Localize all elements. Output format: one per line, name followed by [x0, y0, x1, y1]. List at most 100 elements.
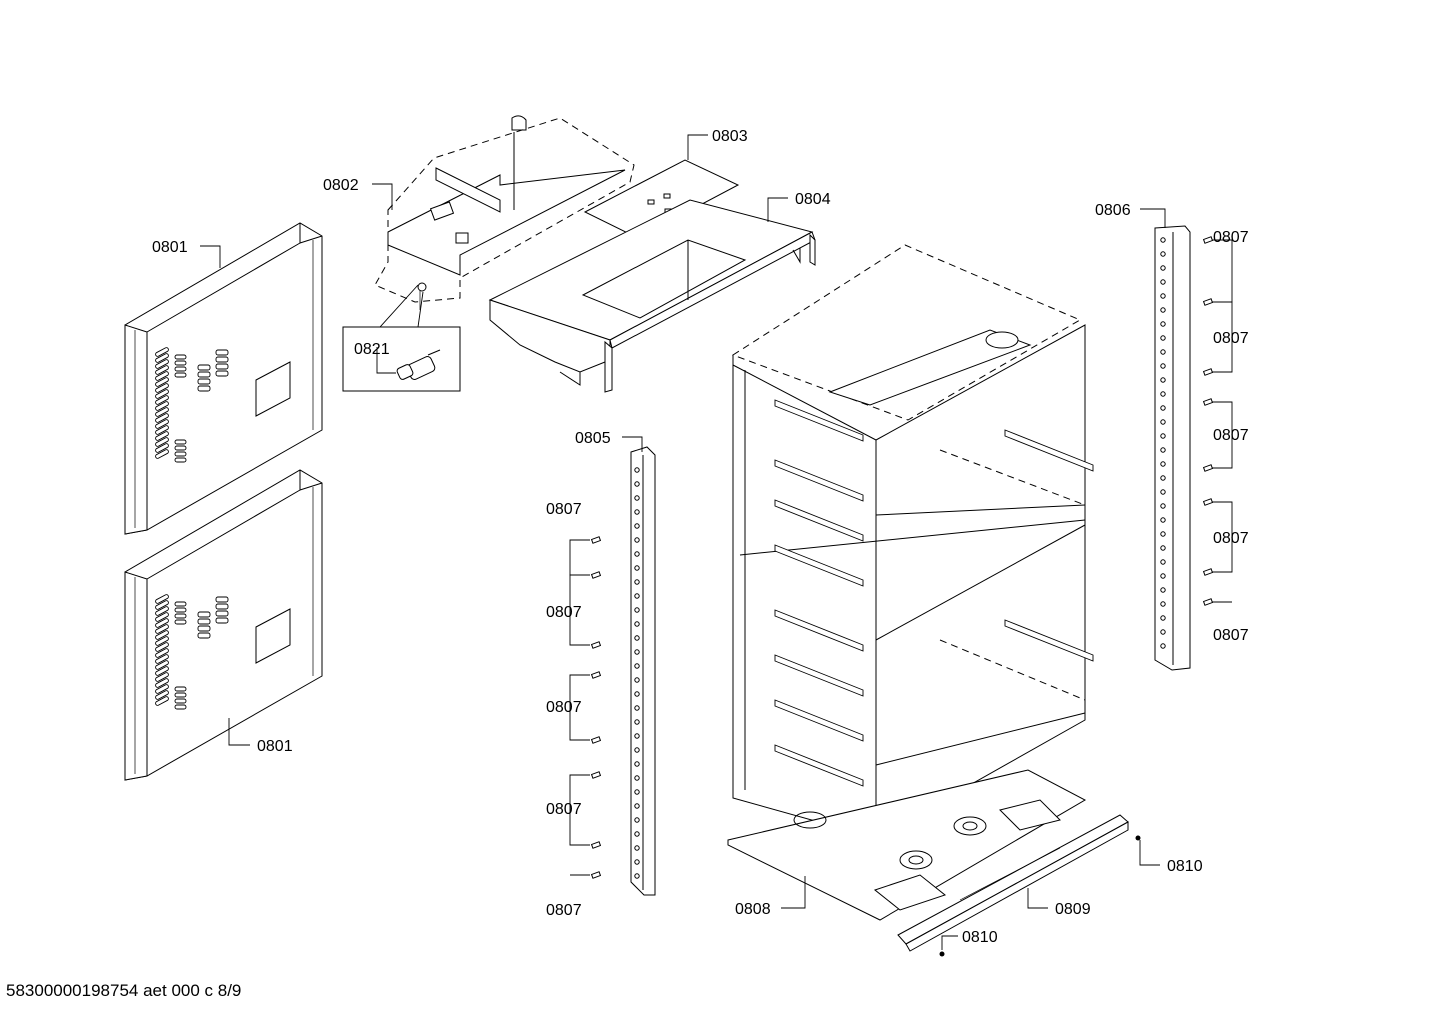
rail-hole [1160, 237, 1166, 243]
vent-slot [197, 632, 211, 639]
leader-bracket [1212, 301, 1233, 373]
vent-slot [215, 356, 229, 363]
vent-slot [155, 654, 169, 664]
rail-hole [1160, 251, 1166, 257]
cavity-slot [774, 609, 864, 652]
rail-hole [1160, 293, 1166, 299]
cavity-slot [774, 744, 864, 787]
vent-slot [155, 630, 169, 640]
screw-icon [1202, 298, 1214, 306]
leader-bracket [1212, 239, 1233, 303]
rail-hole [1160, 517, 1166, 523]
rail-hole [1160, 321, 1166, 327]
vent-slot [155, 624, 169, 634]
rail-hole [634, 509, 640, 515]
rail-hole [1160, 573, 1166, 579]
rail-hole [1160, 307, 1166, 313]
vent-slot [174, 619, 187, 625]
vent-slot [155, 690, 169, 700]
vent-slot [197, 625, 211, 632]
rail-hole [1160, 391, 1166, 397]
label-0807-left-4: 0807 [546, 801, 582, 818]
leader-bracket [569, 674, 590, 741]
rail-hole [634, 649, 640, 655]
label-0804: 0804 [795, 191, 831, 208]
vent-slot [174, 686, 187, 692]
rail-hole [1160, 559, 1166, 565]
rail-hole [1160, 419, 1166, 425]
vent-slot [155, 371, 169, 381]
vent-slot [155, 389, 169, 399]
cavity-slot [1004, 429, 1094, 472]
vent-slot [215, 617, 229, 624]
rail-hole [634, 635, 640, 641]
rail-hole [1160, 587, 1166, 593]
screw-icon [1135, 835, 1141, 841]
label-0810-right: 0810 [1167, 858, 1203, 875]
screw-icon [1202, 398, 1214, 406]
vent-slot [155, 618, 169, 628]
vent-slot [155, 377, 169, 387]
rail-hole [1160, 461, 1166, 467]
leader-lines [200, 134, 1166, 950]
right-rail [1154, 225, 1191, 671]
vent-slot [197, 385, 211, 392]
vent-slot [197, 611, 211, 618]
vent-slot [155, 594, 169, 604]
rail-hole [634, 565, 640, 571]
vent-slot [155, 407, 169, 417]
rail-hole [634, 705, 640, 711]
cavity-slot [774, 699, 864, 742]
front-trim-strip [897, 814, 1129, 952]
label-0807-left-1: 0807 [546, 501, 582, 518]
rail-hole [1160, 265, 1166, 271]
screw-group [569, 236, 1233, 957]
rail-hole [634, 663, 640, 669]
vent-slot [155, 419, 169, 429]
rail-hole [634, 873, 640, 879]
rail-hole [634, 551, 640, 557]
cavity-slot [774, 399, 864, 442]
top-frame [488, 199, 816, 393]
leader-bracket [1212, 501, 1233, 573]
rail-hole [634, 789, 640, 795]
screw-icon [1202, 598, 1214, 606]
side-panel-upper [124, 222, 323, 535]
screw-icon [1202, 498, 1214, 506]
vent-slot [155, 606, 169, 616]
label-0807-right-5: 0807 [1213, 627, 1249, 644]
vent-slot [174, 704, 187, 710]
vent-slot [155, 443, 169, 453]
vent-slot [155, 612, 169, 622]
rail-hole [634, 481, 640, 487]
vent-slot [174, 457, 187, 463]
vent-slot [197, 378, 211, 385]
rail-hole [634, 761, 640, 767]
rail-hole [634, 467, 640, 473]
label-0802: 0802 [323, 177, 359, 194]
vent-slot [215, 596, 229, 603]
rail-hole [634, 775, 640, 781]
vent-slot [215, 610, 229, 617]
label-0807-left-2: 0807 [546, 604, 582, 621]
vent-slot [155, 383, 169, 393]
screw-icon [590, 841, 602, 849]
screw-icon [939, 951, 945, 957]
vent-slot [155, 648, 169, 658]
vent-slot [174, 613, 187, 619]
rail-hole [1160, 601, 1166, 607]
rail-hole [1160, 489, 1166, 495]
rail-hole [634, 691, 640, 697]
rail-hole [634, 817, 640, 823]
vent-slot [155, 672, 169, 682]
vent-slot [155, 636, 169, 646]
cavity-slot [774, 654, 864, 697]
rail-hole [1160, 433, 1166, 439]
vent-slot [174, 439, 187, 445]
label-0805: 0805 [575, 430, 611, 447]
control-module [374, 115, 635, 310]
vent-slot [155, 401, 169, 411]
screw-icon [1202, 236, 1214, 244]
vent-slot [174, 451, 187, 457]
rail-hole [1160, 349, 1166, 355]
